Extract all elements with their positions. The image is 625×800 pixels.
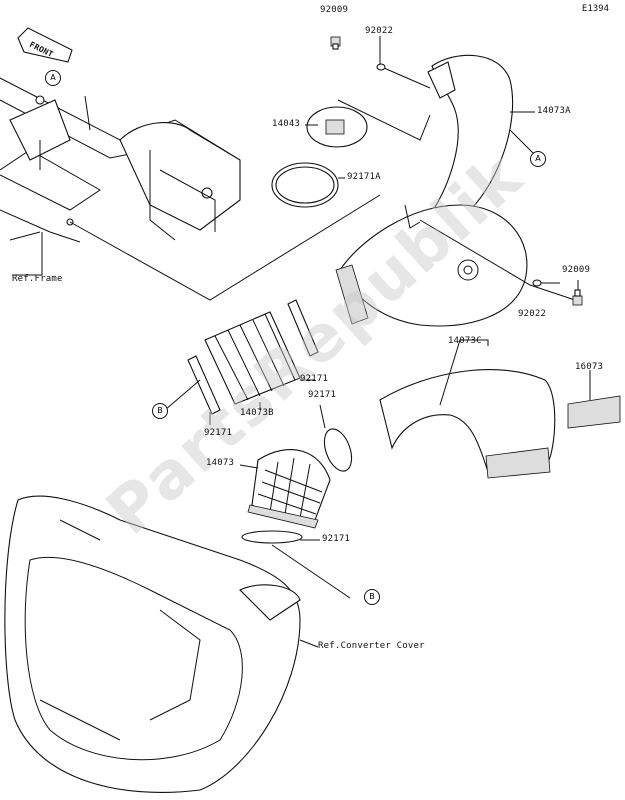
duct-14073c bbox=[379, 369, 556, 479]
label-92171-mid2: 92171 bbox=[308, 390, 337, 400]
callout-a-top: A bbox=[45, 70, 61, 86]
bolt-92009-right bbox=[572, 289, 583, 306]
diagram-id: E1394 bbox=[581, 4, 609, 14]
label-92171-left: 92171 bbox=[204, 428, 233, 438]
label-14043: 14043 bbox=[272, 119, 301, 129]
label-92022-right: 92022 bbox=[518, 309, 547, 319]
label-14073c: 14073C bbox=[448, 336, 482, 346]
label-92022-top: 92022 bbox=[365, 26, 394, 36]
label-14073: 14073 bbox=[206, 458, 235, 468]
converter-cover bbox=[4, 495, 301, 793]
bolt-92009-top bbox=[330, 36, 341, 50]
screen-14043 bbox=[306, 106, 368, 148]
ref-frame-leader bbox=[12, 232, 43, 276]
callout-b-bottom: B bbox=[364, 589, 380, 605]
label-92171a: 92171A bbox=[347, 172, 381, 182]
callout-b-left: B bbox=[152, 403, 168, 419]
label-sticker-16073 bbox=[567, 395, 621, 429]
label-92171-low: 92171 bbox=[322, 534, 351, 544]
duct-14073 bbox=[247, 449, 331, 529]
leader-lines bbox=[164, 36, 591, 648]
callout-a-right: A bbox=[530, 151, 546, 167]
washer-92022-top bbox=[376, 63, 386, 71]
label-92171-mid: 92171 bbox=[300, 374, 329, 384]
clamp-92171a bbox=[271, 162, 339, 208]
clamp-92171-upper bbox=[323, 428, 353, 472]
label-14073b: 14073B bbox=[240, 408, 274, 418]
label-ref-frame: Ref.Frame bbox=[12, 274, 63, 284]
duct-14073a bbox=[335, 54, 528, 327]
label-92009-right: 92009 bbox=[562, 265, 591, 275]
label-ref-converter-cover: Ref.Converter Cover bbox=[318, 641, 425, 651]
label-16073: 16073 bbox=[575, 362, 604, 372]
frame-assembly bbox=[0, 77, 241, 243]
clamp-92171-lower bbox=[241, 530, 303, 544]
screen-leader bbox=[337, 99, 431, 141]
frame-to-duct-line bbox=[69, 194, 381, 301]
label-92009-top: 92009 bbox=[320, 5, 349, 15]
front-arrow-icon bbox=[17, 27, 73, 63]
boot-14073b bbox=[187, 299, 319, 415]
washer-92022-right bbox=[532, 279, 542, 287]
label-14073a: 14073A bbox=[537, 106, 571, 116]
